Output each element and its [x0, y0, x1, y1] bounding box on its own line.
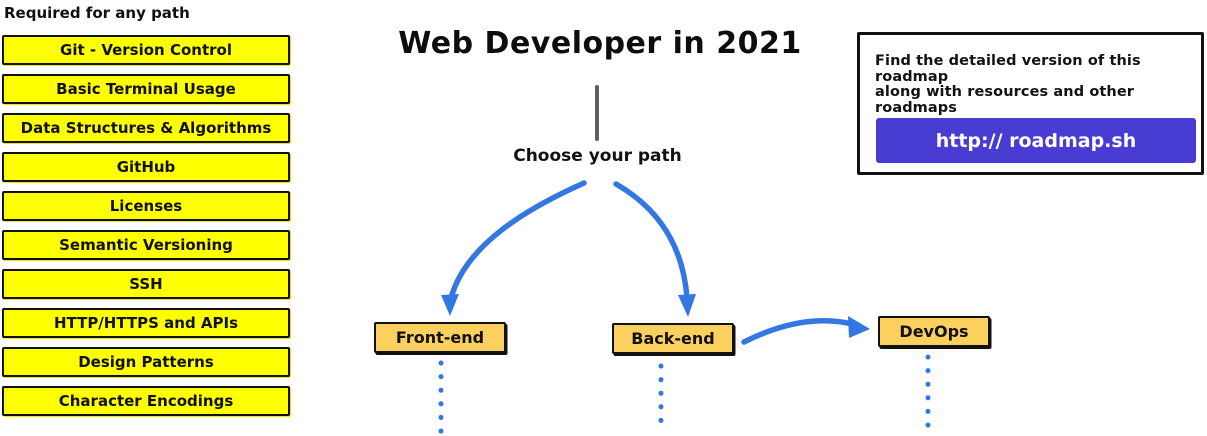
required-topic-http-apis[interactable]: HTTP/HTTPS and APIs	[2, 308, 290, 338]
required-topic-github[interactable]: GitHub	[2, 152, 290, 182]
node-backend[interactable]: Back-end	[612, 323, 734, 354]
required-topic-licenses[interactable]: Licenses	[2, 191, 290, 221]
required-topic-semver[interactable]: Semantic Versioning	[2, 230, 290, 260]
title-stem-line	[595, 85, 599, 141]
roadmap-title: Web Developer in 2021	[398, 26, 802, 61]
info-text-line2: along with resources and other roadmaps	[875, 84, 1135, 116]
required-topic-ssh[interactable]: SSH	[2, 269, 290, 299]
required-topics-list: Git - Version Control Basic Terminal Usa…	[2, 35, 290, 416]
arrowhead-devops	[848, 316, 870, 338]
arrow-backend-to-devops	[741, 318, 855, 345]
info-box: Find the detailed version of this roadma…	[857, 32, 1204, 175]
required-topic-terminal[interactable]: Basic Terminal Usage	[2, 74, 290, 104]
arrowhead-backend	[678, 294, 696, 317]
node-frontend[interactable]: Front-end	[374, 322, 506, 353]
required-topic-git[interactable]: Git - Version Control	[2, 35, 290, 65]
node-devops[interactable]: DevOps	[878, 316, 990, 347]
arrow-to-frontend	[448, 180, 587, 301]
required-section-heading: Required for any path	[4, 4, 190, 22]
required-topic-design-patterns[interactable]: Design Patterns	[2, 347, 290, 377]
arrow-to-backend	[613, 181, 690, 301]
required-topic-char-encodings[interactable]: Character Encodings	[2, 386, 290, 416]
arrowhead-frontend	[441, 294, 459, 316]
roadmap-sh-link-button[interactable]: http:// roadmap.sh	[876, 118, 1196, 163]
required-topic-dsa[interactable]: Data Structures & Algorithms	[2, 113, 290, 143]
info-text-line1: Find the detailed version of this roadma…	[875, 53, 1141, 85]
choose-your-path-label: Choose your path	[513, 146, 682, 166]
